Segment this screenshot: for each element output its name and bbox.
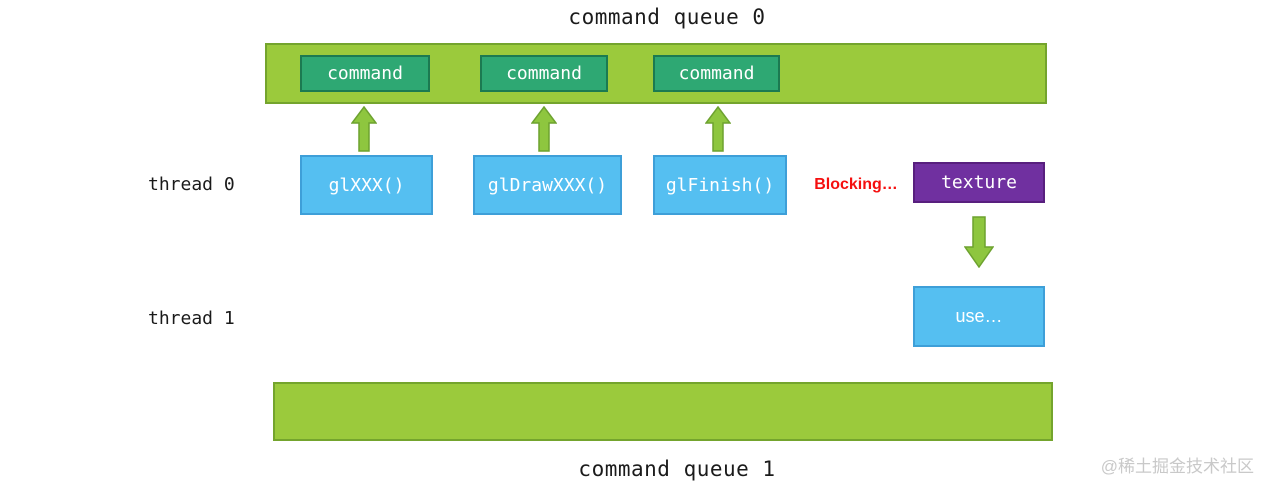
glfinish-box: glFinish() [653, 155, 787, 215]
up-arrow-icon [531, 106, 557, 152]
queue1-bar [273, 382, 1053, 441]
thread1-label: thread 1 [148, 308, 235, 329]
up-arrow-icon [351, 106, 377, 152]
texture-box: texture [913, 162, 1045, 203]
down-arrow-icon [964, 216, 994, 268]
command-box-3: command [653, 55, 780, 92]
use-box: use… [913, 286, 1045, 347]
up-arrow-icon [705, 106, 731, 152]
queue0-title: command queue 0 [568, 5, 766, 29]
command-box-2: command [480, 55, 608, 92]
thread0-label: thread 0 [148, 174, 235, 195]
watermark: @稀土掘金技术社区 [1100, 457, 1254, 476]
command-box-1: command [300, 55, 430, 92]
blocking-label: Blocking… [814, 176, 898, 193]
queue1-title: command queue 1 [578, 457, 776, 481]
gldrawxxx-box: glDrawXXX() [473, 155, 622, 215]
glxxx-box: glXXX() [300, 155, 433, 215]
